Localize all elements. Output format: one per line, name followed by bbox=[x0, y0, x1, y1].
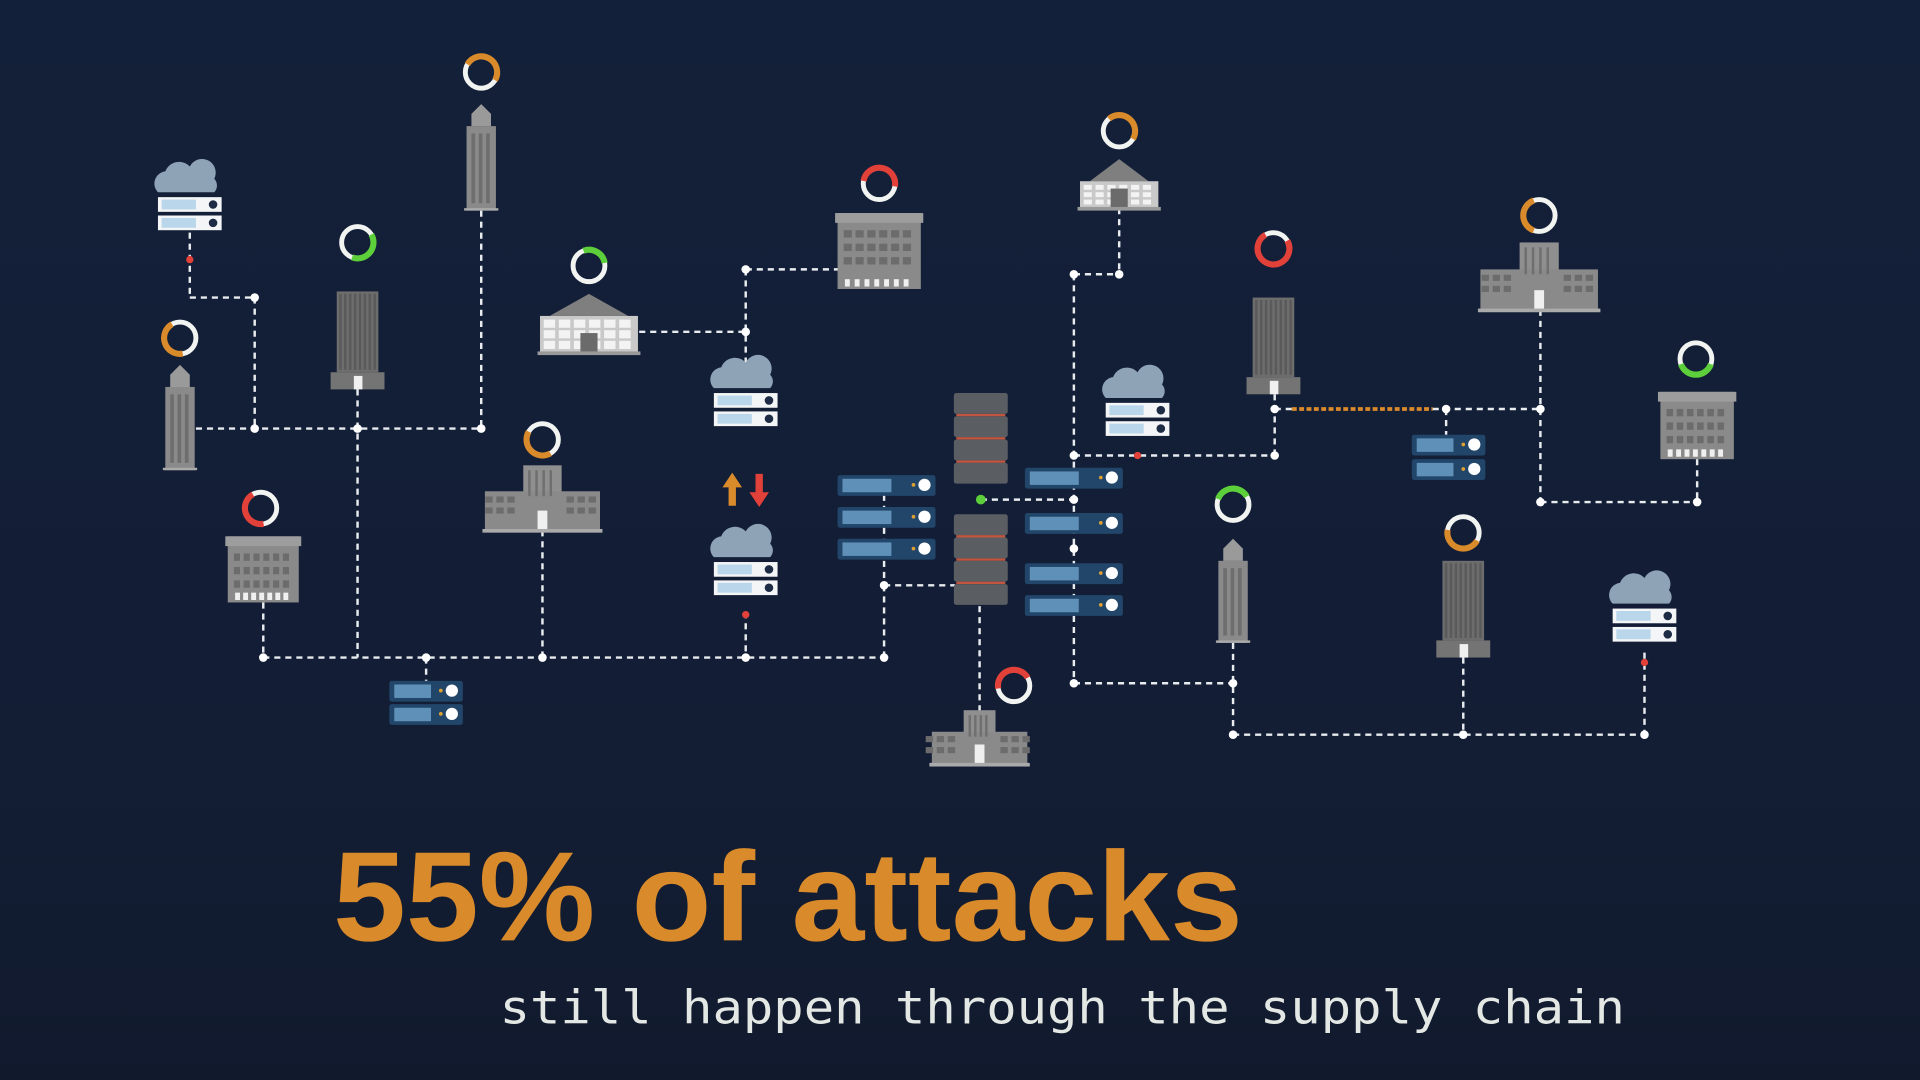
junction-dot bbox=[741, 265, 750, 274]
server-rack-icon bbox=[1024, 595, 1123, 616]
status-ring-icon bbox=[339, 224, 377, 262]
junction-dot bbox=[1069, 495, 1079, 504]
status-ring-icon bbox=[1100, 112, 1139, 150]
skyscraper-icon bbox=[330, 291, 385, 390]
status-rings bbox=[161, 53, 1715, 705]
office-building-icon bbox=[225, 536, 302, 603]
cloud-server-icon bbox=[710, 523, 778, 596]
status-ring-icon bbox=[241, 489, 280, 528]
junction-dot bbox=[1536, 404, 1545, 414]
server-rack-icon bbox=[837, 475, 936, 496]
junction-dots bbox=[186, 255, 1702, 739]
alert-dot bbox=[1133, 451, 1142, 460]
status-ring-icon bbox=[994, 666, 1033, 705]
junction-dot bbox=[1640, 730, 1649, 739]
office-building-icon bbox=[835, 213, 924, 289]
status-ring-icon bbox=[1444, 514, 1482, 552]
junction-dot bbox=[421, 653, 431, 662]
junction-dot bbox=[879, 581, 889, 590]
network-nodes bbox=[154, 104, 1737, 767]
alert-dot bbox=[186, 255, 194, 264]
server-rack-icon bbox=[837, 538, 936, 560]
junction-dot bbox=[1228, 678, 1238, 688]
cloud-server-icon bbox=[154, 158, 222, 231]
house-icon bbox=[1077, 159, 1161, 211]
junction-dot bbox=[538, 653, 547, 662]
status-ring-icon bbox=[1214, 485, 1252, 523]
alert-dot bbox=[742, 611, 750, 619]
network-connections bbox=[188, 208, 1699, 736]
data-transfer-arrows-icon bbox=[722, 472, 769, 507]
tower-icon bbox=[162, 364, 198, 471]
government-building-icon bbox=[1477, 242, 1601, 313]
storage-stack-icon bbox=[953, 514, 1008, 605]
cloud-server-icon bbox=[1609, 570, 1677, 642]
junction-dot bbox=[741, 327, 750, 337]
server-rack-icon bbox=[837, 506, 936, 528]
server-rack-icon bbox=[1024, 563, 1123, 585]
junction-dot bbox=[353, 424, 362, 433]
junction-dot bbox=[1536, 497, 1545, 507]
house-icon bbox=[537, 293, 641, 356]
status-ring-icon bbox=[523, 421, 561, 459]
junction-dot bbox=[476, 424, 486, 433]
junction-dot bbox=[1228, 730, 1238, 739]
junction-dot bbox=[1441, 404, 1451, 414]
government-building-icon bbox=[482, 465, 603, 533]
headline-title: 55% of attacks bbox=[333, 825, 1243, 967]
alert-dot bbox=[1640, 658, 1649, 667]
server-rack-icon bbox=[389, 704, 463, 725]
server-rack-icon bbox=[1024, 467, 1123, 489]
junction-dot bbox=[1270, 451, 1279, 460]
junction-dot bbox=[1114, 270, 1124, 279]
junction-dot bbox=[1692, 497, 1702, 507]
junction-dot bbox=[1069, 451, 1079, 460]
status-ring-icon bbox=[161, 319, 199, 357]
status-ring-icon bbox=[462, 53, 501, 91]
tower-icon bbox=[1215, 538, 1251, 643]
status-ring-icon bbox=[1254, 230, 1293, 268]
server-rack-icon bbox=[389, 680, 463, 702]
status-ring-icon bbox=[1677, 340, 1715, 378]
junction-dot bbox=[1069, 678, 1079, 688]
storage-stack-icon bbox=[953, 393, 1008, 484]
junction-dot bbox=[1069, 270, 1079, 279]
junction-dot bbox=[1270, 404, 1279, 414]
tower-icon bbox=[464, 104, 499, 211]
server-rack-icon bbox=[1024, 513, 1123, 534]
junction-dot bbox=[1069, 544, 1079, 553]
status-ring-icon bbox=[570, 246, 608, 285]
status-ring-icon bbox=[1520, 197, 1558, 234]
healthy-dot bbox=[975, 494, 986, 505]
office-building-icon bbox=[1657, 391, 1737, 460]
junction-dot bbox=[741, 653, 750, 662]
server-rack-icon bbox=[1411, 434, 1486, 456]
headline-subtitle: still happen through the supply chain bbox=[500, 981, 1625, 1035]
junction-dot bbox=[879, 653, 889, 662]
junction-dot bbox=[250, 293, 259, 302]
government-building-icon bbox=[925, 710, 1030, 767]
skyscraper-icon bbox=[1436, 560, 1491, 658]
cloud-server-icon bbox=[710, 354, 778, 427]
cloud-server-icon bbox=[1102, 364, 1170, 436]
server-rack-icon bbox=[1411, 459, 1486, 480]
junction-dot bbox=[258, 653, 268, 662]
junction-dot bbox=[1458, 730, 1468, 739]
skyscraper-icon bbox=[1246, 297, 1301, 395]
junction-dot bbox=[250, 424, 259, 433]
status-ring-icon bbox=[860, 164, 899, 203]
